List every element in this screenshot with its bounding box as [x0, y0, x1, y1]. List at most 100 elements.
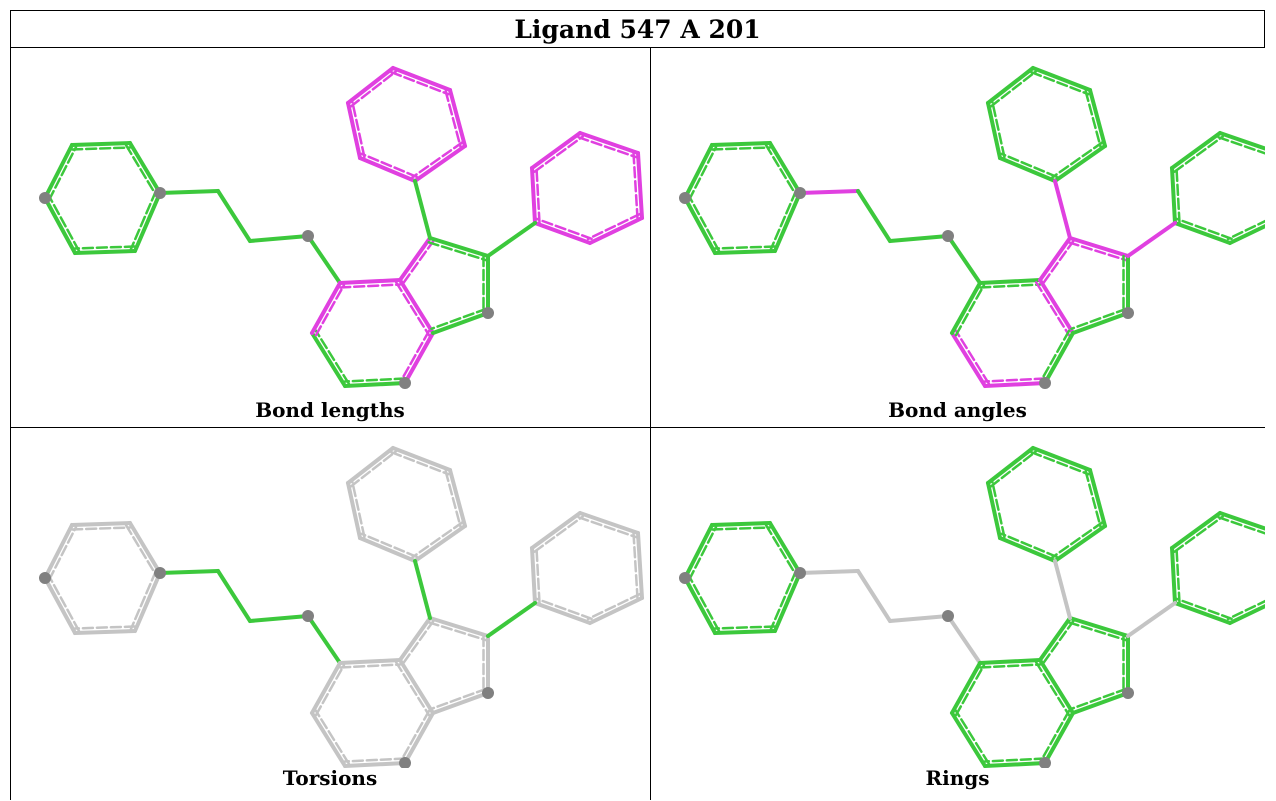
aromatic-bond-dash	[710, 526, 772, 531]
bond-line	[1038, 236, 1072, 282]
aromatic-bond-dash	[343, 377, 407, 383]
heteroatom-marker	[679, 572, 691, 584]
aromatic-bond-dash	[427, 241, 488, 262]
bond-line	[1170, 131, 1222, 170]
aromatic-bond-dash	[1173, 135, 1224, 173]
aromatic-bond-dash	[577, 516, 638, 539]
aromatic-bond-dash	[764, 524, 798, 577]
aromatic-bond-dash	[70, 526, 132, 531]
bond-line	[346, 101, 362, 160]
aromatic-bond-dash	[535, 597, 593, 621]
bond-line	[1031, 446, 1092, 472]
aromatic-bond-dash	[1217, 136, 1265, 155]
bond-line	[1053, 559, 1072, 620]
aromatic-bond-dash	[1030, 450, 1090, 476]
bond-line	[413, 179, 432, 240]
bond-line	[128, 141, 162, 195]
bond-line	[310, 711, 347, 768]
bond-line	[986, 66, 1035, 105]
aromatic-bond-dash	[1000, 152, 1058, 179]
bond-line	[1031, 66, 1092, 92]
aromatic-bond-dash	[1173, 515, 1224, 553]
bond-line	[683, 523, 714, 580]
bond-line	[216, 189, 252, 243]
bond-line	[1043, 711, 1075, 765]
aromatic-bond-dash	[586, 212, 642, 241]
aromatic-bond-dash	[687, 574, 721, 633]
aromatic-bond-dash	[1034, 281, 1071, 337]
bond-line	[391, 446, 452, 472]
aromatic-bond-dash	[1042, 239, 1075, 284]
aromatic-bond-dash	[1226, 599, 1265, 621]
bond-line	[1088, 468, 1107, 528]
bond-line	[856, 569, 892, 623]
aromatic-bond-dash	[444, 89, 462, 149]
aromatic-bond-dash	[1226, 219, 1265, 241]
bond-line	[533, 601, 592, 625]
bond-line	[346, 66, 395, 105]
bond-line	[530, 131, 582, 170]
aromatic-bond-dash	[983, 377, 1047, 383]
aromatic-bond-dash	[989, 450, 1038, 488]
aromatic-bond-dash	[1175, 597, 1233, 621]
aromatic-bond-dash	[991, 100, 1006, 159]
heteroatom-marker	[1122, 687, 1134, 699]
aromatic-bond-dash	[687, 194, 721, 253]
bond-line	[128, 521, 162, 575]
bond-line	[1068, 616, 1130, 638]
bond-line	[1043, 331, 1075, 385]
aromatic-bond-dash	[47, 525, 78, 582]
bond-line	[310, 281, 342, 335]
bond-line	[798, 569, 860, 575]
aromatic-bond-dash	[411, 521, 464, 559]
bond-line	[413, 144, 467, 183]
bond-line	[338, 658, 402, 665]
bond-line	[73, 249, 137, 255]
bond-line	[1071, 691, 1130, 715]
aromatic-bond-dash	[713, 245, 777, 250]
bond-line	[486, 601, 537, 638]
aromatic-bond-dash	[349, 70, 398, 108]
bond-line	[950, 281, 982, 335]
figure-title: Ligand 547 A 201	[10, 10, 1265, 48]
panel-caption: Rings	[925, 766, 990, 790]
bond-line	[133, 571, 162, 633]
bond-line	[578, 511, 640, 535]
aromatic-bond-dash	[430, 687, 488, 711]
panel-caption: Torsions	[282, 766, 378, 790]
bond-line	[43, 196, 77, 255]
bond-line	[346, 481, 362, 540]
bond-line	[946, 234, 982, 285]
molecule-bond-angles	[679, 66, 1265, 389]
bond-line	[70, 141, 132, 147]
bond-line	[413, 559, 432, 620]
aromatic-bond-dash	[70, 146, 132, 151]
aromatic-bond-dash	[1000, 532, 1058, 559]
aromatic-bond-dash	[764, 144, 798, 197]
aromatic-bond-dash	[129, 189, 158, 251]
aromatic-bond-dash	[535, 166, 541, 225]
bond-line	[413, 524, 467, 563]
bond-line	[1068, 236, 1130, 258]
heteroatom-marker	[154, 187, 166, 199]
bond-line	[978, 658, 1042, 665]
bond-line	[428, 236, 490, 258]
bond-line	[710, 141, 772, 147]
figure-frame: Ligand 547 A 201 Bond lengths Bond angle…	[10, 10, 1266, 800]
bond-line	[1170, 166, 1177, 225]
bond-line	[1053, 144, 1107, 183]
bond-line	[1170, 546, 1177, 605]
aromatic-bond-dash	[427, 621, 488, 642]
aromatic-bond-dash	[978, 663, 1042, 669]
aromatic-bond-dash	[444, 469, 462, 529]
aromatic-bond-dash	[47, 574, 81, 633]
aromatic-bond-dash	[394, 661, 431, 717]
bond-line	[1088, 88, 1107, 148]
aromatic-bond-dash	[1084, 469, 1102, 529]
bond-line	[1038, 278, 1075, 335]
bond-line	[343, 381, 407, 388]
bond-line	[1071, 311, 1130, 335]
bond-line	[1126, 601, 1177, 638]
aromatic-bond-dash	[47, 194, 81, 253]
aromatic-bond-dash	[710, 146, 772, 151]
